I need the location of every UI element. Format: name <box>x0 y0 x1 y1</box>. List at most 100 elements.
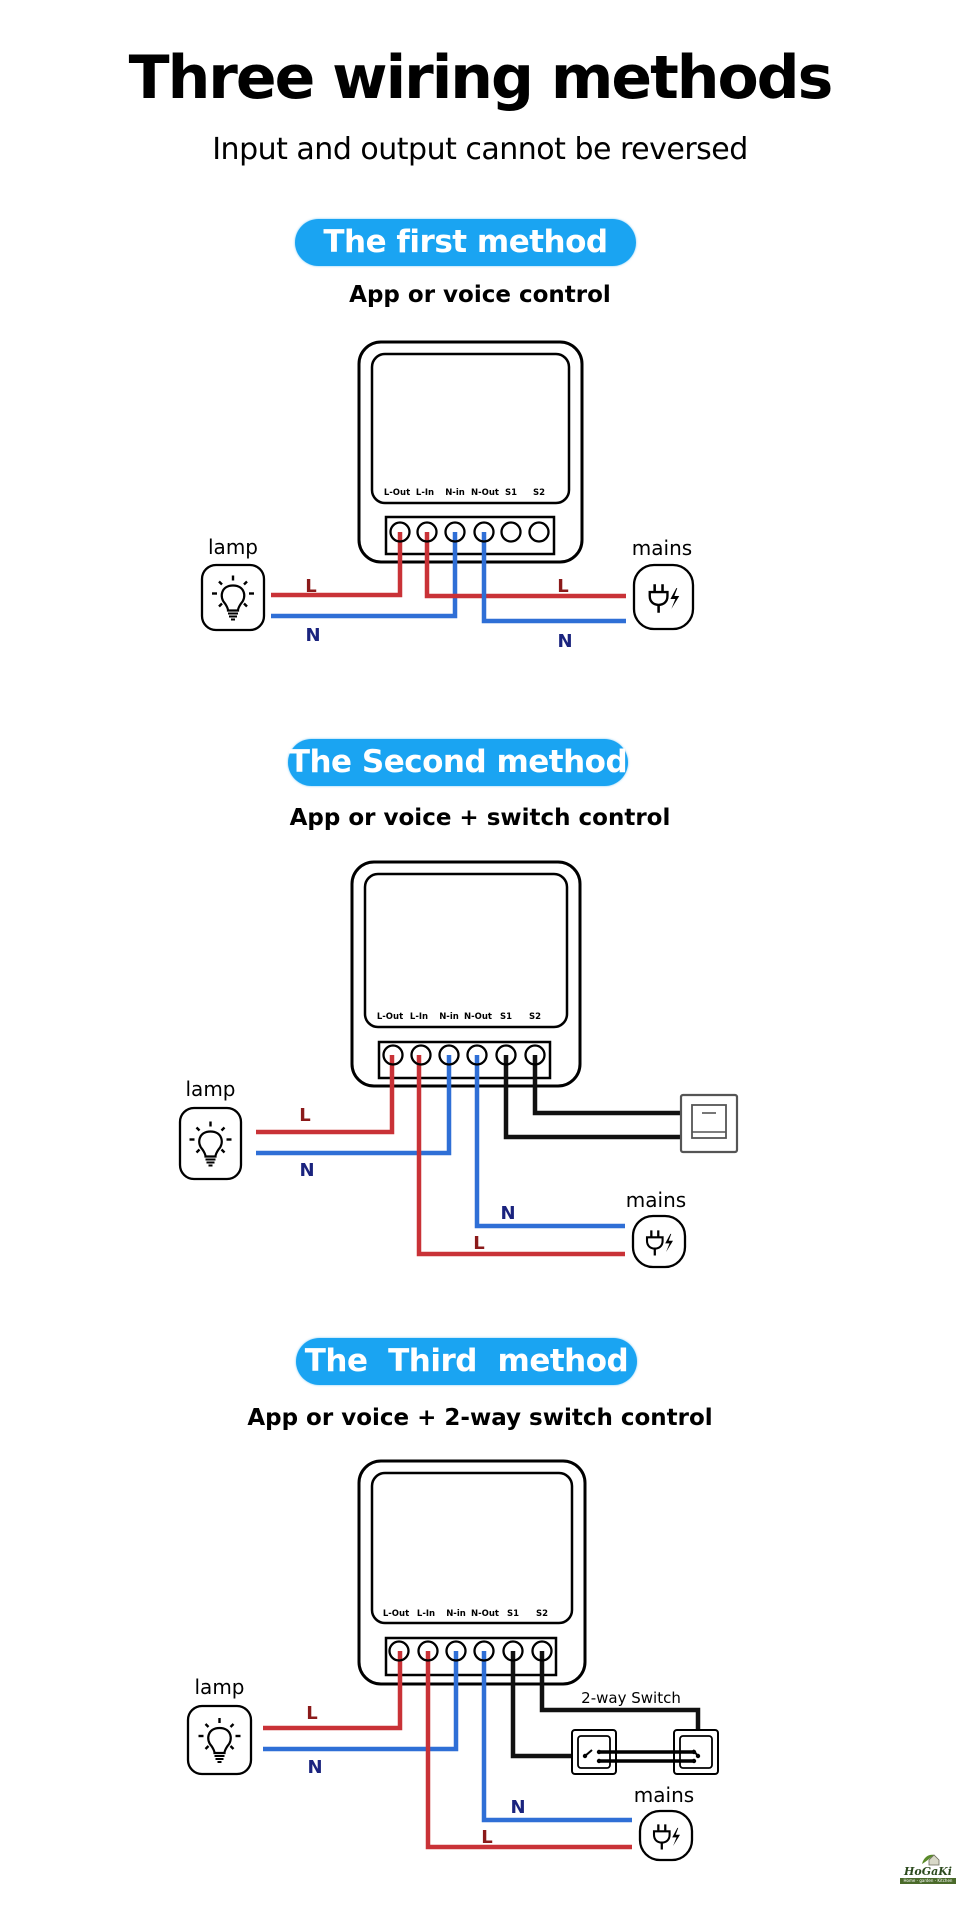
switch-rocker <box>691 1104 727 1139</box>
lamp-box <box>186 1704 253 1776</box>
module-face <box>370 1471 574 1625</box>
terminal-l-in <box>417 1640 439 1662</box>
terminal-block <box>384 1636 558 1677</box>
live-wire-lamp <box>256 1055 395 1135</box>
terminal-l-in <box>416 521 438 543</box>
terminal-block <box>384 515 556 556</box>
lamp-box <box>178 1106 243 1181</box>
terminal-label-l-out: L-Out <box>383 1609 409 1619</box>
method-1-pill: The first method <box>295 219 636 266</box>
terminal-label-s2: S2 <box>529 1012 541 1022</box>
neutral-wire-mains <box>481 1651 632 1823</box>
terminal-l-in <box>410 1044 432 1066</box>
mains-box <box>632 563 695 631</box>
live-wire-lamp <box>271 532 403 598</box>
terminal-label-l-in: L-In <box>416 488 434 498</box>
lamp-label: lamp <box>186 1077 236 1101</box>
terminal-n-in <box>444 521 466 543</box>
switch-contact-dot <box>695 1753 701 1759</box>
terminal-label-l-out: L-Out <box>384 488 410 498</box>
terminal-l-out <box>382 1044 404 1066</box>
terminal-s1 <box>502 1640 524 1662</box>
switch-contact-dot <box>691 1749 697 1755</box>
terminal-n-out <box>473 1640 495 1662</box>
terminal-label-s1: S1 <box>505 488 517 498</box>
page-title: Three wiring methods <box>128 43 834 113</box>
method-2-subtitle: App or voice + switch control <box>289 805 671 831</box>
switch-wire-s1 <box>503 1055 681 1140</box>
live-label-mains: L <box>473 1233 484 1254</box>
terminal-s2 <box>524 1044 546 1066</box>
neutral-label-lamp: N <box>305 625 320 646</box>
live-wire-lamp <box>263 1651 403 1731</box>
terminal-l-out <box>389 521 411 543</box>
switch-wire-s2 <box>532 1055 681 1116</box>
terminal-s2 <box>528 521 550 543</box>
lamp-box <box>200 563 266 632</box>
terminal-label-n-in: N-in <box>439 1012 459 1022</box>
terminal-label-n-out: N-Out <box>471 1609 499 1619</box>
terminal-block <box>377 1040 552 1080</box>
page-subtitle: Input and output cannot be reversed <box>212 132 748 167</box>
neutral-label-mains: N <box>500 1203 515 1224</box>
terminal-label-l-out: L-Out <box>377 1012 403 1022</box>
neutral-label-mains: N <box>510 1797 525 1818</box>
terminal-s2 <box>531 1640 553 1662</box>
live-label-mains: L <box>481 1827 492 1848</box>
terminal-label-s1: S1 <box>500 1012 512 1022</box>
terminal-n-in <box>445 1640 467 1662</box>
logo-tagline: Home - garden - Kitchen <box>900 1878 956 1884</box>
two-way-switch-label: 2-way Switch <box>581 1689 681 1707</box>
terminal-n-out <box>473 521 495 543</box>
module-face <box>363 872 569 1029</box>
live-wire-mains <box>416 1055 625 1257</box>
neutral-label-lamp: N <box>299 1160 314 1181</box>
live-label-lamp: L <box>299 1105 310 1126</box>
terminal-s1 <box>500 521 522 543</box>
method-2-pill: The Second method <box>288 739 628 786</box>
switch-contact-dot <box>582 1753 588 1759</box>
terminal-label-l-in: L-In <box>410 1012 428 1022</box>
lamp-label: lamp <box>208 535 258 559</box>
house-leaf-icon <box>922 1854 940 1866</box>
neutral-wire-mains <box>481 532 626 624</box>
terminal-label-n-out: N-Out <box>471 488 499 498</box>
logo-name: HoGaKi <box>904 1865 952 1878</box>
mains-label: mains <box>626 1188 686 1212</box>
terminal-label-s2: S2 <box>533 488 545 498</box>
terminal-n-out <box>466 1044 488 1066</box>
live-label-mains: L <box>557 576 568 597</box>
method-3-subtitle: App or voice + 2-way switch control <box>247 1405 713 1431</box>
neutral-wire-lamp <box>263 1651 459 1752</box>
neutral-label-lamp: N <box>307 1757 322 1778</box>
method-1-subtitle: App or voice control <box>349 282 611 308</box>
switch-wire-s1 <box>510 1651 585 1759</box>
terminal-label-n-in: N-in <box>445 488 465 498</box>
lamp-label: lamp <box>195 1675 245 1699</box>
mains-label: mains <box>632 536 692 560</box>
switch-contact-dot <box>691 1758 697 1764</box>
switch-contact-dot <box>596 1758 602 1764</box>
live-wire-mains <box>425 1651 632 1850</box>
terminal-label-s2: S2 <box>536 1609 548 1619</box>
brand-logo: HoGaKi Home - garden - Kitchen <box>900 1852 956 1894</box>
terminal-label-s1: S1 <box>507 1609 519 1619</box>
neutral-wire-lamp <box>271 532 458 619</box>
mains-box <box>638 1809 694 1862</box>
method-3-pill: The Third method <box>296 1338 637 1385</box>
mains-box <box>631 1214 687 1269</box>
terminal-n-in <box>438 1044 460 1066</box>
live-wire-mains <box>424 532 626 599</box>
terminal-l-out <box>388 1640 410 1662</box>
live-label-lamp: L <box>306 1703 317 1724</box>
neutral-wire-lamp <box>256 1055 452 1156</box>
terminal-label-n-in: N-in <box>446 1609 466 1619</box>
neutral-label-mains: N <box>557 631 572 652</box>
terminal-s1 <box>495 1044 517 1066</box>
neutral-wire-mains <box>474 1055 625 1229</box>
live-label-lamp: L <box>305 576 316 597</box>
